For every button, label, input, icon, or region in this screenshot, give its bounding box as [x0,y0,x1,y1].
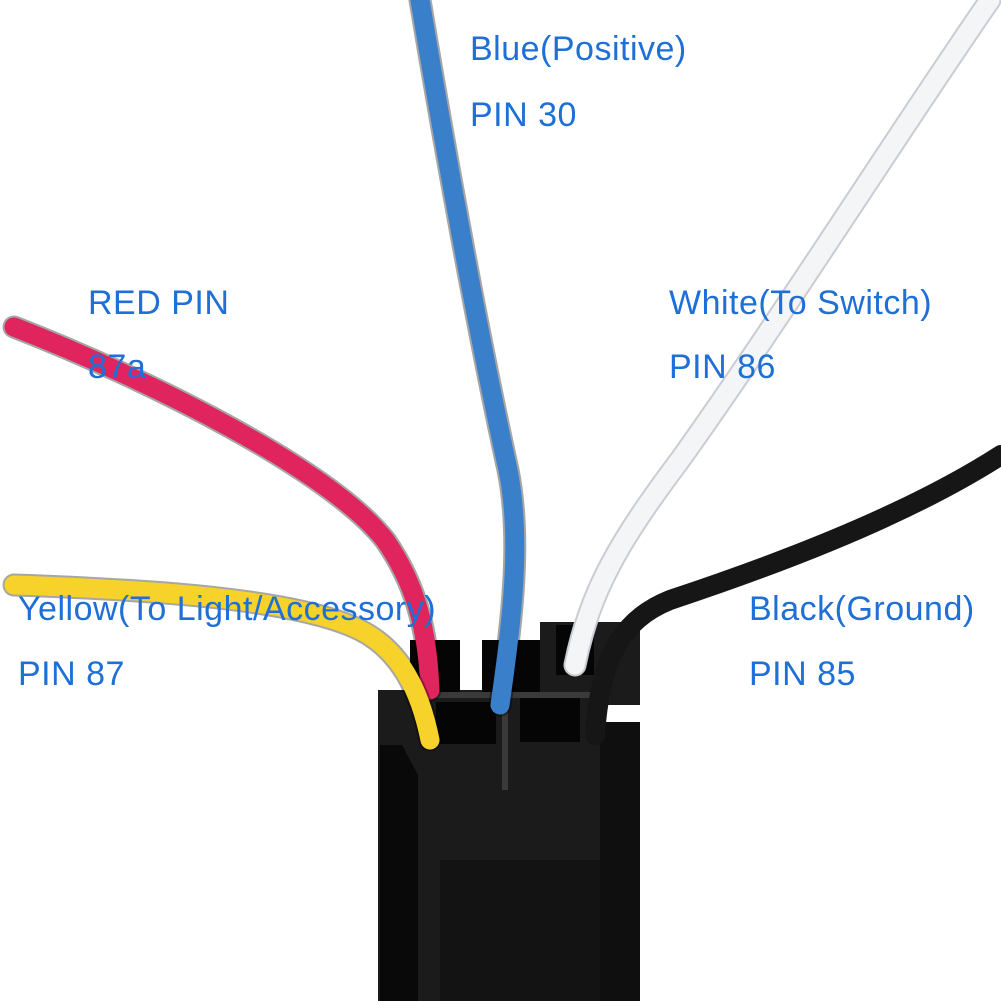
yellow-wire-pin: PIN 87 [18,655,125,693]
blue-wire [408,0,527,717]
black-wire-label: Black(Ground) [749,590,975,628]
white-wire-label: White(To Switch) [669,284,933,322]
red-wire [2,315,442,702]
yellow-wire [2,573,442,752]
socket-lower-tab [440,860,600,1001]
black-wire [585,445,1001,745]
socket-latch [380,745,418,1001]
black-wire-pin: PIN 85 [749,655,856,693]
blue-wire-label: Blue(Positive) [470,30,687,68]
socket-cavity-mid-left [436,702,496,744]
blue-wire-pin: PIN 30 [470,96,577,134]
red-wire-label: RED PIN [88,284,230,322]
red-wire-pin: 87a [88,348,147,386]
socket-right-face [600,722,640,1001]
white-wire-pin: PIN 86 [669,348,776,386]
yellow-wire-label: Yellow(To Light/Accessory) [18,590,437,628]
white-wire [563,0,1001,677]
socket-cavity-mid-right [520,698,580,742]
